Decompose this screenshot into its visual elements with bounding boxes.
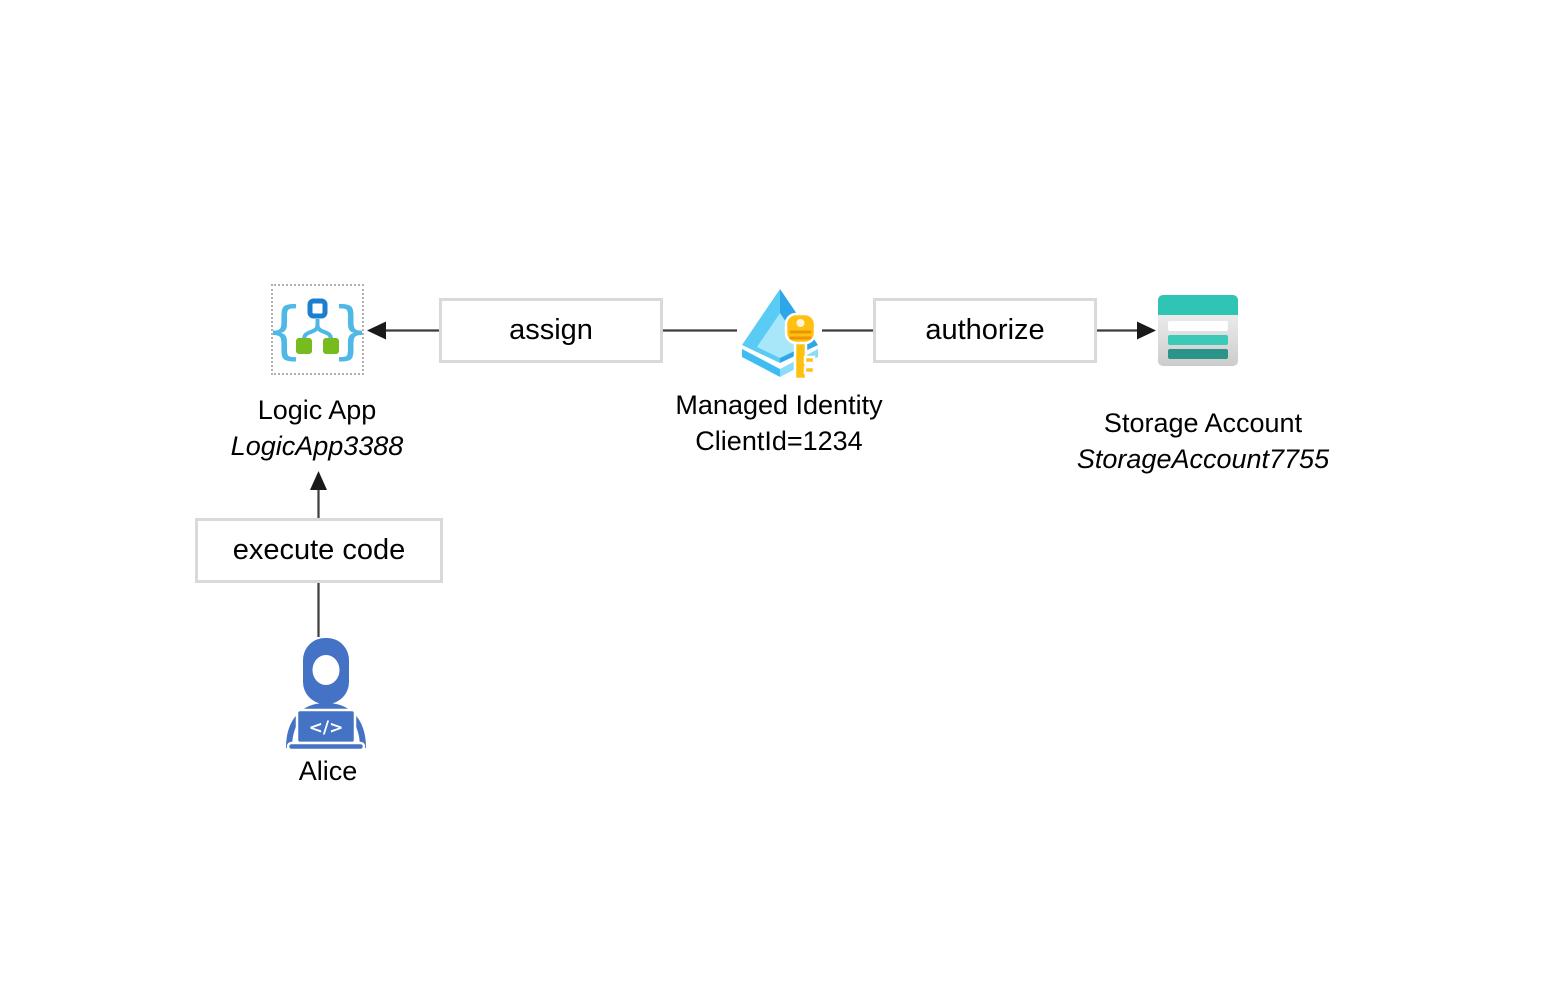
edge-label-execute-code: execute code (195, 518, 443, 583)
arrowhead-left-icon (367, 321, 386, 340)
storage-account-name: Storage Account (1103, 408, 1303, 438)
arrowhead-up-icon (310, 471, 327, 490)
alice-name: Alice (298, 756, 358, 786)
execute-code-label: execute code (232, 534, 406, 566)
authorize-label: authorize (925, 314, 1045, 346)
key-icon (784, 312, 817, 381)
logic-app-icon: { } (271, 284, 364, 375)
right-brace-glyph: } (331, 294, 362, 367)
logic-app-instance: LogicApp3388 (230, 431, 404, 461)
managed-identity-name: Managed Identity (675, 390, 883, 420)
edge-label-assign: assign (439, 298, 663, 363)
person-at-laptop-icon: </> (280, 634, 372, 752)
managed-identity-key-icon (736, 287, 824, 383)
edge-label-authorize: authorize (873, 298, 1097, 363)
storage-account-label: Storage Account StorageAccount7755 (1077, 405, 1329, 477)
assign-label: assign (509, 314, 593, 346)
code-glyph: </> (309, 718, 344, 738)
left-brace-glyph: { (273, 294, 304, 367)
managed-identity-label: Managed Identity ClientId=1234 (675, 387, 882, 459)
managed-identity-clientid: ClientId=1234 (695, 426, 863, 456)
alice-label: Alice (299, 753, 358, 789)
storage-account-icon (1158, 295, 1238, 366)
logic-app-name: Logic App (257, 395, 377, 425)
storage-account-instance: StorageAccount7755 (1076, 444, 1330, 474)
arrowhead-right-icon (1137, 321, 1156, 340)
logic-app-label: Logic App LogicApp3388 (231, 392, 404, 464)
